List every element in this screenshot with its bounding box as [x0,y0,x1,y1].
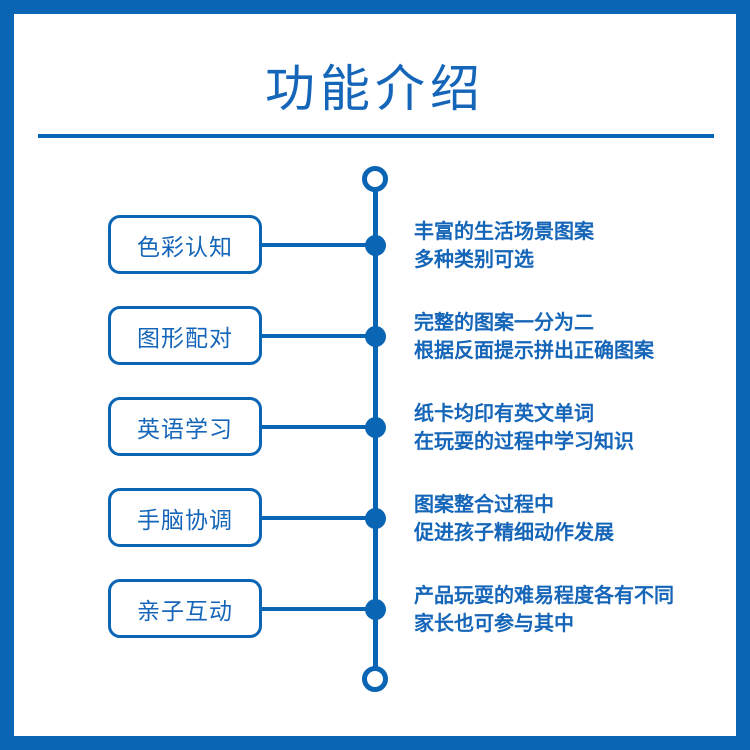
timeline-bottom-endcap-circle-icon [362,666,388,692]
timeline-node-dot-icon [365,326,386,347]
feature-description-line: 纸卡均印有英文单词 [414,401,594,425]
feature-chip[interactable]: 英语学习 [108,397,262,456]
title-divider [38,134,714,138]
feature-description-line: 在玩耍的过程中学习知识 [414,429,634,453]
feature-description-line: 完整的图案一分为二 [414,310,594,334]
feature-chip-label: 亲子互动 [137,598,233,625]
feature-description-line: 促进孩子精细动作发展 [414,520,614,544]
feature-description-line: 家长也可参与其中 [414,611,574,635]
feature-description: 纸卡均印有英文单词 在玩耍的过程中学习知识 [414,399,734,455]
feature-description-line: 根据反面提示拼出正确图案 [414,338,654,362]
feature-description: 图案整合过程中 促进孩子精细动作发展 [414,490,734,546]
timeline-top-endcap-circle-icon [362,166,388,192]
feature-description: 丰富的生活场景图案 多种类别可选 [414,217,734,273]
feature-description-line: 产品玩耍的难易程度各有不同 [414,583,674,607]
feature-description-line: 多种类别可选 [414,247,534,271]
feature-chip[interactable]: 色彩认知 [108,215,262,274]
chip-connector-line [262,425,378,429]
feature-description-line: 图案整合过程中 [414,492,554,516]
feature-chip-label: 英语学习 [137,416,233,443]
timeline-node-dot-icon [365,508,386,529]
feature-chip-label: 图形配对 [137,325,233,352]
feature-description-line: 丰富的生活场景图案 [414,219,594,243]
chip-connector-line [262,516,378,520]
feature-description: 完整的图案一分为二 根据反面提示拼出正确图案 [414,308,734,364]
chip-connector-line [262,334,378,338]
feature-chip-label: 手脑协调 [137,507,233,534]
feature-chip[interactable]: 手脑协调 [108,488,262,547]
feature-chip[interactable]: 亲子互动 [108,579,262,638]
poster-content: 功能介绍 色彩认知 丰富的生活场景图案 多种类别可选 图形配对 完整 [14,14,736,736]
page-title: 功能介绍 [265,60,485,118]
timeline-node-dot-icon [365,235,386,256]
feature-chip-label: 色彩认知 [137,234,233,261]
timeline-node-dot-icon [365,417,386,438]
timeline-node-dot-icon [365,599,386,620]
feature-description: 产品玩耍的难易程度各有不同 家长也可参与其中 [414,581,734,637]
chip-connector-line [262,243,378,247]
chip-connector-line [262,607,378,611]
feature-chip[interactable]: 图形配对 [108,306,262,365]
